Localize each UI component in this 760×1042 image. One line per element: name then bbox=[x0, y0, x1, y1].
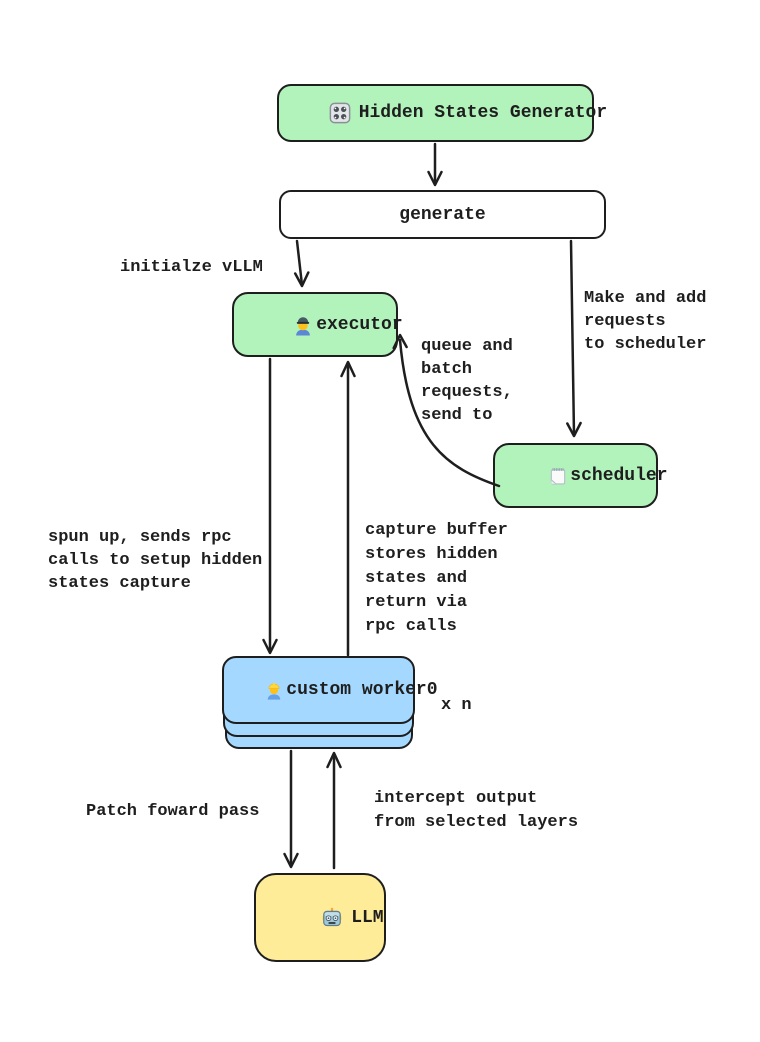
edge-label-make-and-add-requests: Make and add requests to scheduler bbox=[584, 289, 707, 354]
man-mechanic-icon bbox=[227, 314, 314, 336]
worker-multiplier-label: x n bbox=[441, 696, 472, 715]
node-label: LLM bbox=[351, 907, 384, 928]
arrow-worker-to-executor bbox=[340, 360, 356, 657]
node-label: executor bbox=[316, 314, 403, 335]
node-scheduler: scheduler bbox=[493, 443, 668, 508]
robot-icon bbox=[256, 907, 343, 929]
edge-label-queue-and-batch: queue and batch requests, send to bbox=[421, 337, 513, 425]
arrow-generate-to-executor bbox=[293, 239, 310, 288]
arrow-worker-to-llm bbox=[283, 749, 299, 869]
arrow-executor-to-worker bbox=[262, 357, 278, 655]
construction-worker-icon bbox=[199, 680, 284, 700]
edge-label-patch-forward-pass: Patch foward pass bbox=[86, 802, 260, 821]
edge-label-capture-buffer: capture buffer stores hidden states and … bbox=[365, 521, 508, 636]
node-label: custom worker0 bbox=[286, 680, 438, 700]
node-hidden-states-generator: Hidden States Generator bbox=[277, 84, 607, 142]
edge-label-spun-up-rpc: spun up, sends rpc calls to setup hidden… bbox=[48, 528, 263, 593]
arrow-llm-to-worker bbox=[326, 751, 342, 870]
node-custom-worker0: custom worker0 bbox=[222, 656, 438, 724]
arrow-generator-to-generate bbox=[427, 142, 443, 187]
control-knobs-icon bbox=[264, 102, 351, 124]
arrow-generate-to-scheduler bbox=[566, 239, 582, 438]
node-label: scheduler bbox=[570, 465, 668, 486]
node-label: generate bbox=[399, 204, 486, 225]
node-label: Hidden States Generator bbox=[358, 103, 608, 123]
node-generate: generate bbox=[279, 190, 606, 239]
node-llm: LLM bbox=[254, 873, 386, 962]
edge-label-initialize-vllm: initialze vLLM bbox=[120, 258, 263, 277]
node-executor: executor bbox=[232, 292, 403, 357]
edge-label-intercept-output: intercept output from selected layers bbox=[374, 789, 579, 832]
spiral-notepad-icon bbox=[483, 466, 568, 486]
